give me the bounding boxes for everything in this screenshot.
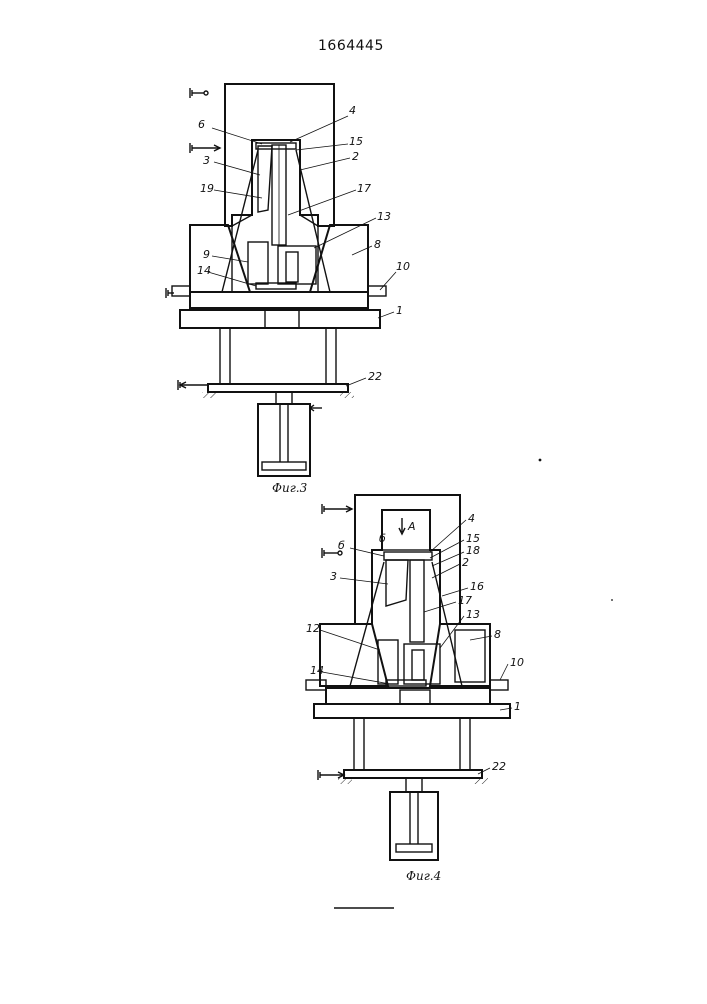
table-1: [180, 310, 380, 328]
fig3-label: 17: [357, 182, 371, 195]
fig3-grounds: [166, 88, 220, 390]
table-1-4: [314, 704, 510, 718]
fig4-label: б: [338, 539, 345, 552]
fig3-label: 9: [203, 248, 210, 261]
chamber-A: [382, 510, 430, 550]
fig4-label: 10: [510, 656, 524, 669]
fig4-label: 17: [458, 594, 472, 607]
fig4-label: 13: [466, 608, 480, 621]
top-plate-4b: [384, 552, 432, 560]
fig3-label: 19: [200, 182, 214, 195]
fig4-label: 14: [310, 664, 324, 677]
fig3-label: 2: [352, 150, 359, 163]
fig4-label: 1: [514, 700, 521, 713]
fig3-label: 4: [349, 104, 356, 117]
plate-22: [208, 384, 348, 392]
fig4-label: б: [379, 532, 386, 545]
fig4-label: 22: [492, 760, 506, 773]
fig4-label: 3: [330, 570, 337, 583]
fig3-label: 8: [374, 238, 381, 251]
figure-3-caption: Фиг.3: [272, 481, 308, 495]
fig3-label: 14: [197, 264, 211, 277]
speck: [539, 459, 542, 462]
figure-4-drawing: A: [306, 495, 524, 883]
fig3-label: 10: [396, 260, 410, 273]
base-plate: [190, 292, 368, 308]
plate-22-4: [344, 770, 482, 778]
piston: [262, 462, 306, 470]
upper-punch-body: [225, 84, 334, 226]
fig4-label: 16: [470, 580, 484, 593]
bolt-right: [368, 286, 386, 296]
blank-strip: [258, 146, 272, 212]
speck: [611, 599, 613, 601]
cylinder: [258, 404, 310, 476]
fig4-label: 12: [306, 622, 320, 635]
section-mark-A: A: [407, 520, 416, 533]
fig4-label: 8: [494, 628, 501, 641]
fig4-grounds: [318, 504, 352, 780]
fig3-label: 22: [368, 370, 382, 383]
fig3-label: 6: [198, 118, 205, 131]
blank-strip-4: [386, 560, 408, 606]
bolt-right-4: [490, 680, 508, 690]
central-rod-4: [410, 560, 424, 642]
figure-4-caption: Фиг.4: [406, 869, 441, 883]
bolt-left: [172, 286, 190, 296]
column-right: [326, 328, 336, 384]
column-left: [220, 328, 230, 384]
fig4-label: 4: [468, 512, 475, 525]
cylinder-4: [390, 792, 438, 860]
figure-3-drawing: 4 6 15 2 3 19 17 13 9 8 14 10 1 22 Фиг.3: [166, 84, 410, 495]
patent-number: 1664445: [318, 38, 384, 54]
fig3-label: 13: [377, 210, 391, 223]
fig3-label: 15: [349, 135, 363, 148]
fig3-label: 1: [396, 304, 403, 317]
fig4-label: 2: [462, 556, 469, 569]
fig3-label: 3: [203, 154, 210, 167]
fig4-leaders: [320, 520, 512, 774]
